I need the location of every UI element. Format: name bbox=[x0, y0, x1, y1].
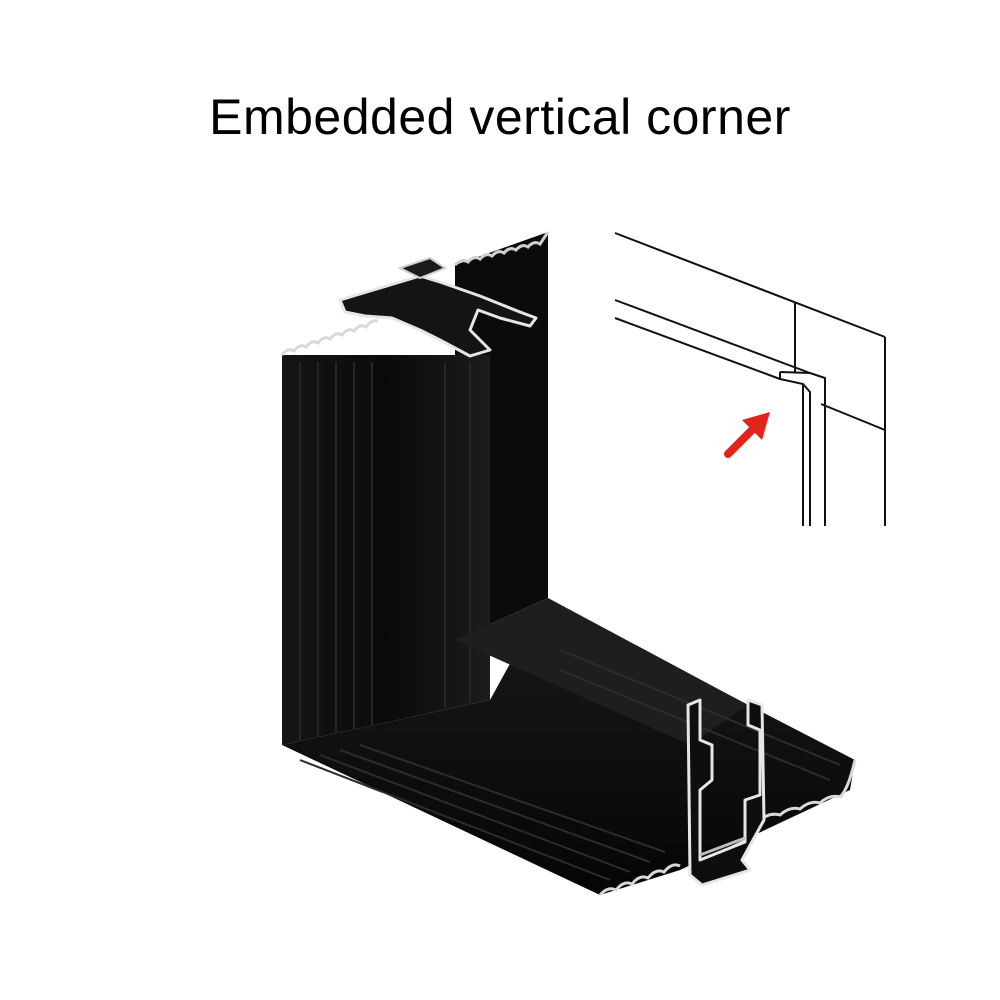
inner-bend bbox=[455, 598, 748, 745]
vertical-top-ridge bbox=[280, 319, 379, 356]
bottom-cross-bar bbox=[699, 836, 746, 857]
horizontal-flange-ridge bbox=[598, 759, 857, 897]
corner-profile-render bbox=[280, 231, 857, 897]
top-cross-section bbox=[338, 274, 538, 358]
page-title: Embedded vertical corner bbox=[209, 89, 791, 145]
installation-diagram bbox=[614, 232, 886, 526]
arrow-up-right-icon bbox=[724, 412, 770, 458]
top-inner-cap bbox=[397, 256, 448, 280]
horizontal-channel bbox=[282, 600, 855, 895]
back-flange-ridge bbox=[453, 231, 550, 267]
vertical-ridges bbox=[299, 362, 471, 742]
vertical-channel bbox=[282, 355, 490, 745]
